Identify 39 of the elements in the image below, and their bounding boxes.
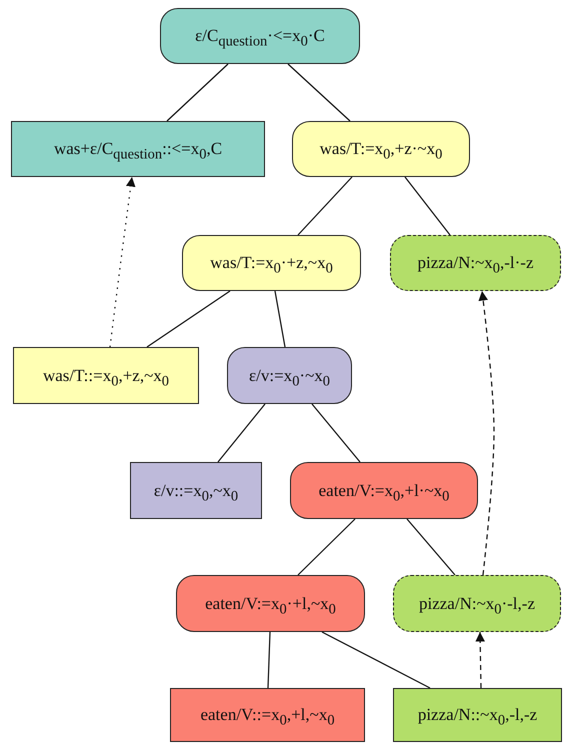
node-label: eaten/V:=x$_{0}$,+l·~x$_{0}$ (318, 480, 450, 500)
rounded-node (290, 462, 478, 519)
tree-branch-line (312, 404, 360, 462)
node-label: was/T::=x$_{0}$,+z,~x$_{0}$ (42, 366, 169, 386)
arrow (475, 632, 485, 688)
leaf-node (13, 347, 199, 404)
tree-branch-line (146, 290, 230, 348)
rounded-node (160, 8, 360, 64)
tree-branch-line (218, 404, 266, 462)
rounded-node (292, 121, 470, 177)
rounded-node (182, 235, 361, 291)
leaf-node (393, 688, 562, 742)
node-label: pizza/N:~x$_{0}$·-l,-z (418, 594, 535, 614)
rounded-node (176, 575, 365, 632)
arrow (478, 290, 495, 576)
tree-branch-line (274, 290, 286, 348)
leaf-node (11, 121, 265, 177)
node-label: was/T:=x$_{0}$,+z·~x$_{0}$ (320, 139, 442, 159)
arrow (109, 176, 136, 348)
node-label: ε/v:=x$_{0}$·~x$_{0}$ (249, 366, 330, 386)
node-label: ε/v::=x$_{0}$,~x$_{0}$ (154, 480, 238, 500)
rounded-node (227, 347, 352, 404)
node-label: eaten/V:=x$_{0}$·+l,~x$_{0}$ (205, 594, 336, 614)
node-label: pizza/N:~x$_{0}$,-l·-z (417, 253, 534, 273)
tree-branch-line (298, 518, 356, 576)
node-label: eaten/V::=x$_{0}$,+l,~x$_{0}$ (200, 705, 335, 725)
tree-branch-line (267, 632, 271, 688)
tree-branch-line (406, 518, 456, 576)
rounded-node (393, 575, 561, 632)
tree-branch-line (322, 631, 430, 689)
node-label: pizza/N::~x$_{0}$,-l,-z (418, 705, 538, 725)
leaf-node (130, 462, 262, 519)
tree-branch-line (166, 64, 228, 122)
leaf-node (170, 688, 365, 742)
tree-branch-line (288, 64, 350, 122)
rounded-node (390, 235, 561, 291)
tree-branch-line (298, 176, 352, 236)
node-label: was/T:=x$_{0}$·+z,~x$_{0}$ (210, 253, 333, 273)
tree-branch-line (404, 176, 450, 236)
